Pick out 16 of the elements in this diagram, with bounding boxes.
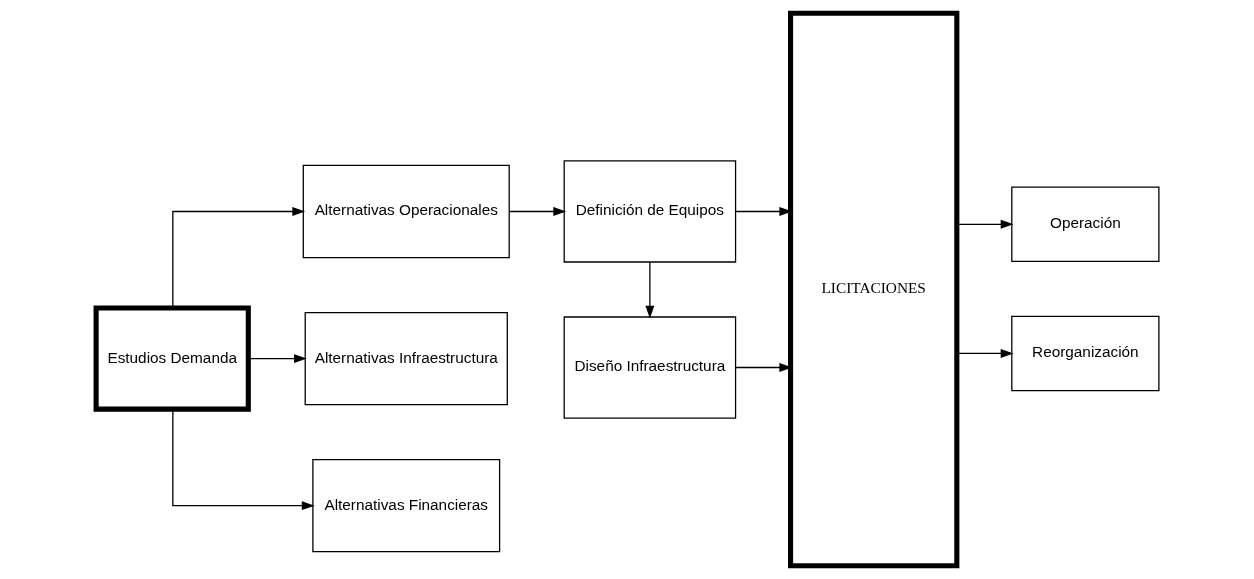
node-box: Definición de Equipos — [563, 160, 736, 263]
node-box: Estudios Demanda — [93, 305, 251, 412]
node-box: Diseño Infraestructura — [563, 316, 736, 419]
node-box: LICITACIONES — [787, 10, 959, 569]
node-box: Alternativas Operacionales — [302, 164, 510, 259]
arrow — [171, 207, 305, 309]
node-box: Operación — [1010, 186, 1160, 262]
arrow — [171, 408, 315, 511]
arrow — [644, 261, 654, 319]
node-box: Alternativas Infraestructura — [304, 311, 508, 406]
arrow — [956, 219, 1013, 229]
arrow — [247, 354, 307, 364]
arrow — [956, 348, 1013, 358]
arrow — [508, 207, 566, 216]
node-box: Reorganización — [1010, 315, 1160, 392]
node-box: Alternativas Financieras — [311, 458, 500, 553]
